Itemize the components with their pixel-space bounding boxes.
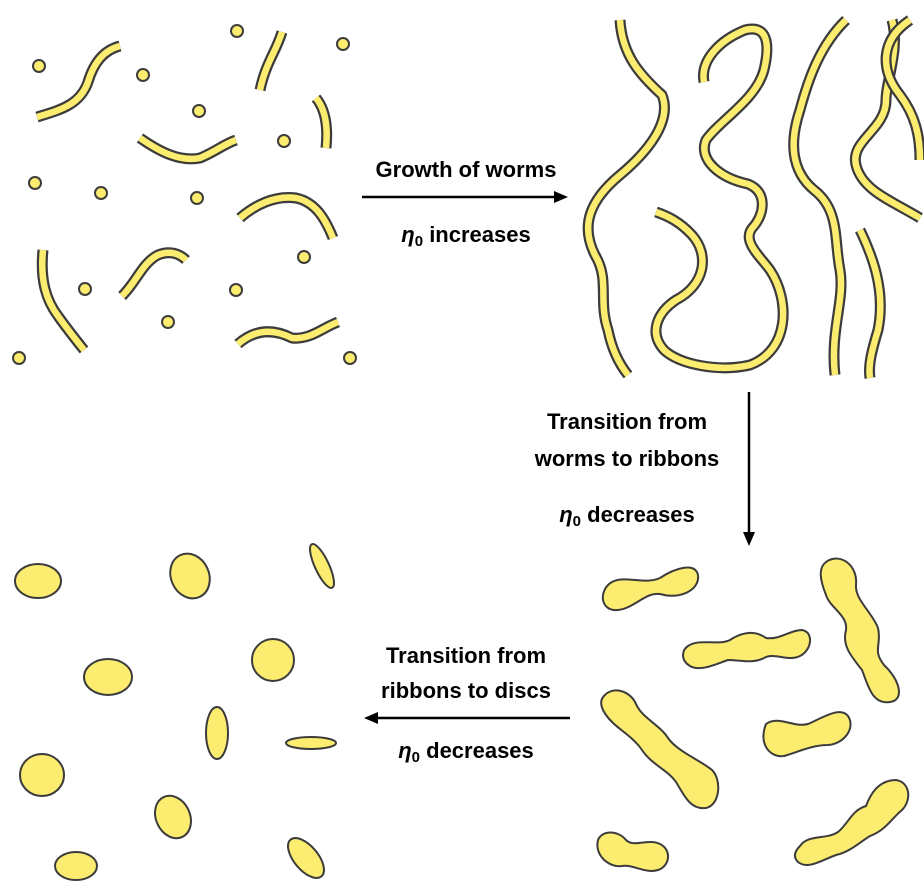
arrow-ribbons-to-discs: Transition from ribbons to discs η0 decr… xyxy=(364,643,570,766)
sphere xyxy=(137,69,149,81)
short-worm xyxy=(37,46,120,117)
panel-spheres-short-worms xyxy=(13,25,356,364)
long-worm xyxy=(860,230,880,378)
sphere xyxy=(344,352,356,364)
long-worm xyxy=(656,29,783,368)
ribbon xyxy=(683,630,810,668)
sphere xyxy=(33,60,45,72)
short-worm xyxy=(240,197,333,238)
sphere xyxy=(79,283,91,295)
sphere xyxy=(337,38,349,50)
viscosity-label: η0 increases xyxy=(401,222,530,250)
disc xyxy=(163,547,217,605)
arrow-label: Growth of worms xyxy=(376,157,557,182)
arrow-label-line1: Transition from xyxy=(386,643,546,668)
long-worm xyxy=(794,20,846,375)
disc xyxy=(281,832,330,883)
ribbon xyxy=(601,690,718,808)
disc xyxy=(20,754,64,796)
disc xyxy=(306,541,339,590)
short-worm xyxy=(140,138,236,159)
panel-discs xyxy=(15,541,338,883)
arrow-worms-to-ribbons: Transition from worms to ribbons η0 decr… xyxy=(534,392,755,546)
long-worm xyxy=(886,20,920,160)
ribbon xyxy=(821,559,899,703)
disc xyxy=(206,707,228,759)
sphere xyxy=(29,177,41,189)
arrow-label-line2: ribbons to discs xyxy=(381,678,551,703)
short-worm xyxy=(122,253,186,296)
sphere xyxy=(193,105,205,117)
disc xyxy=(286,737,336,749)
disc xyxy=(84,659,132,695)
sphere xyxy=(191,192,203,204)
sphere xyxy=(298,251,310,263)
short-worm xyxy=(238,322,338,344)
arrow-label-line2: worms to ribbons xyxy=(534,446,720,471)
sphere xyxy=(230,284,242,296)
ribbon xyxy=(603,568,698,611)
sphere xyxy=(13,352,25,364)
disc xyxy=(148,790,197,844)
sphere xyxy=(231,25,243,37)
disc xyxy=(55,852,97,880)
short-worm xyxy=(316,98,327,148)
ribbon xyxy=(597,833,668,871)
panel-ribbons xyxy=(597,559,908,871)
sphere xyxy=(278,135,290,147)
viscosity-label: η0 decreases xyxy=(398,738,534,766)
sphere xyxy=(162,316,174,328)
arrow-label-line1: Transition from xyxy=(547,409,707,434)
disc xyxy=(252,639,294,681)
short-worm xyxy=(260,32,282,90)
viscosity-label: η0 decreases xyxy=(559,502,695,530)
short-worm xyxy=(42,250,84,350)
sphere xyxy=(95,187,107,199)
ribbon xyxy=(763,712,850,756)
disc xyxy=(15,564,61,598)
ribbon xyxy=(795,780,908,865)
arrow-growth-of-worms: Growth of worms η0 increases xyxy=(362,157,568,250)
panel-long-worms xyxy=(588,20,920,378)
